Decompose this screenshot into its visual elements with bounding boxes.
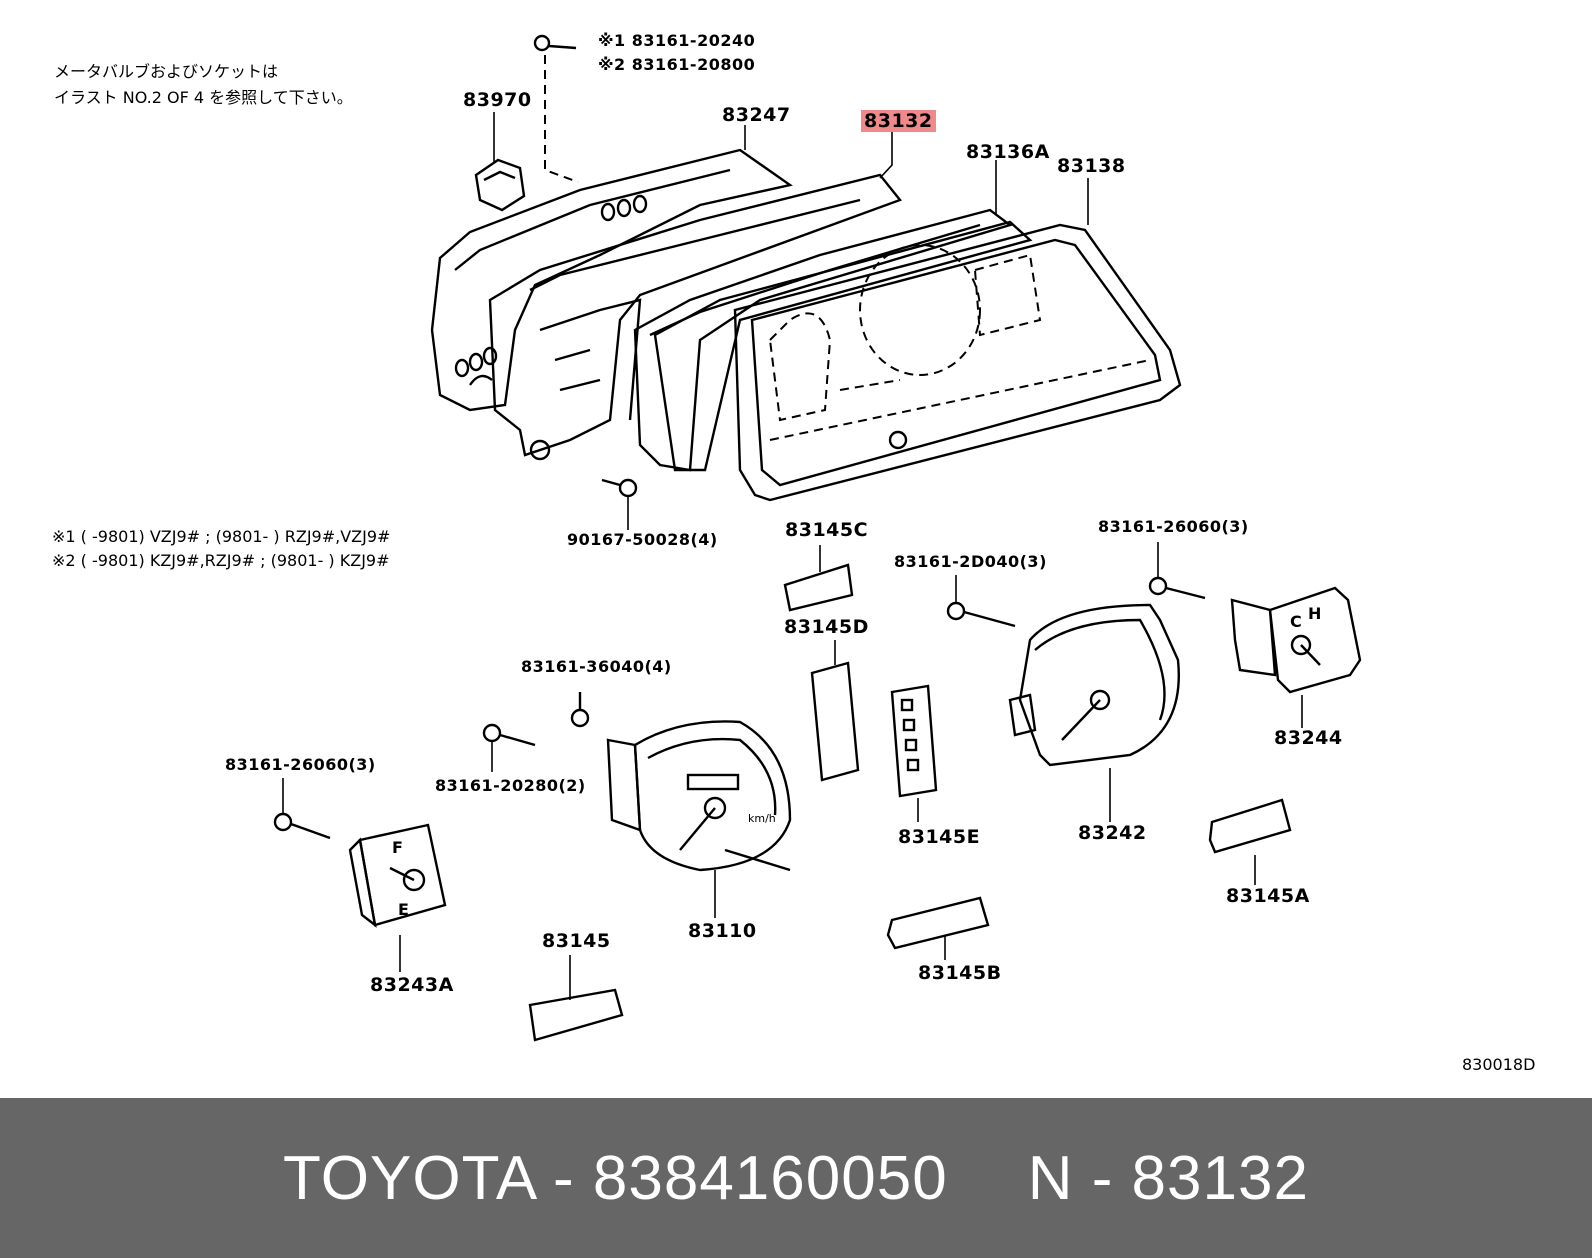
rear-case-83247 xyxy=(430,125,793,412)
label-83161-36040[interactable]: 83161-36040(4) xyxy=(521,657,672,676)
top-screw xyxy=(533,34,579,183)
plate-83145b xyxy=(886,896,990,960)
speedometer-83110 xyxy=(606,720,792,918)
diagram-code: 830018D xyxy=(1462,1055,1536,1074)
strip-83145d xyxy=(810,640,860,782)
screw-36040 xyxy=(570,692,590,728)
screw-note-star2: ※2 83161-20800 xyxy=(598,55,756,74)
label-83970[interactable]: 83970 xyxy=(463,89,532,111)
label-83145[interactable]: 83145 xyxy=(542,930,611,952)
screw-26060-right xyxy=(1148,542,1206,600)
screw-note-star1: ※1 83161-20240 xyxy=(598,31,756,50)
label-83244[interactable]: 83244 xyxy=(1274,727,1343,749)
label-83161-26060-right[interactable]: 83161-26060(3) xyxy=(1098,517,1249,536)
parts-diagram: メータバルブおよびソケットは イラスト NO.2 OF 4 を参照して下さい。 … xyxy=(52,31,1536,1074)
screw-90167 xyxy=(601,478,638,530)
panel-83136a xyxy=(653,160,1033,472)
label-83145c[interactable]: 83145C xyxy=(785,519,869,541)
plate-83145a xyxy=(1208,798,1292,885)
label-83145b[interactable]: 83145B xyxy=(918,962,1002,984)
fuel-gauge-83243a xyxy=(348,823,447,972)
footer-bar: TOYOTA - 8384160050 N - 83132 xyxy=(0,1098,1592,1258)
footer-ref: N - 83132 xyxy=(1027,1143,1309,1213)
label-83145e[interactable]: 83145E xyxy=(898,826,981,848)
bulb-note-line1: メータバルブおよびソケットは xyxy=(54,62,279,81)
screw-20280 xyxy=(482,723,536,772)
diagram-drawing xyxy=(273,34,1362,1042)
circuit-plate xyxy=(488,173,902,461)
bulb-note-line2: イラスト NO.2 OF 4 を参照して下さい。 xyxy=(54,88,353,107)
tachometer-83242 xyxy=(1008,603,1180,822)
label-83145a[interactable]: 83145A xyxy=(1226,885,1310,907)
temp-hot-mark: H xyxy=(1308,604,1322,623)
socket-83970 xyxy=(474,112,526,212)
plate-83145c xyxy=(783,545,854,612)
label-83161-26060-left[interactable]: 83161-26060(3) xyxy=(225,755,376,774)
label-83161-20280[interactable]: 83161-20280(2) xyxy=(435,776,586,795)
label-83161-2d040[interactable]: 83161-2D040(3) xyxy=(894,552,1047,571)
note-star1: ※1 ( -9801) VZJ9# ; (9801- ) RZJ9#,VZJ9# xyxy=(52,527,391,546)
fuel-full-mark: F xyxy=(392,838,404,857)
screw-26060-left xyxy=(273,778,331,840)
label-83243a[interactable]: 83243A xyxy=(370,974,454,996)
screw-2d040 xyxy=(946,575,1016,628)
label-83138[interactable]: 83138 xyxy=(1057,155,1126,177)
label-90167[interactable]: 90167-50028(4) xyxy=(567,530,718,549)
note-star2: ※2 ( -9801) KZJ9#,RZJ9# ; (9801- ) KZJ9# xyxy=(52,551,390,570)
strip-83145e xyxy=(890,684,938,822)
speed-unit-mark: km/h xyxy=(748,812,776,825)
label-83247[interactable]: 83247 xyxy=(722,104,791,126)
glass-83138 xyxy=(733,178,1182,502)
temp-gauge-83244 xyxy=(1230,586,1362,728)
footer-brand-part: TOYOTA - 8384160050 xyxy=(283,1143,948,1213)
plate-83145 xyxy=(528,955,624,1042)
label-83110[interactable]: 83110 xyxy=(688,920,757,942)
label-83136a[interactable]: 83136A xyxy=(966,141,1050,163)
label-83242[interactable]: 83242 xyxy=(1078,822,1147,844)
label-83145d[interactable]: 83145D xyxy=(784,616,869,638)
label-83132-highlighted[interactable]: 83132 xyxy=(861,110,936,132)
temp-cold-mark: C xyxy=(1290,612,1303,631)
fuel-empty-mark: E xyxy=(398,900,410,919)
